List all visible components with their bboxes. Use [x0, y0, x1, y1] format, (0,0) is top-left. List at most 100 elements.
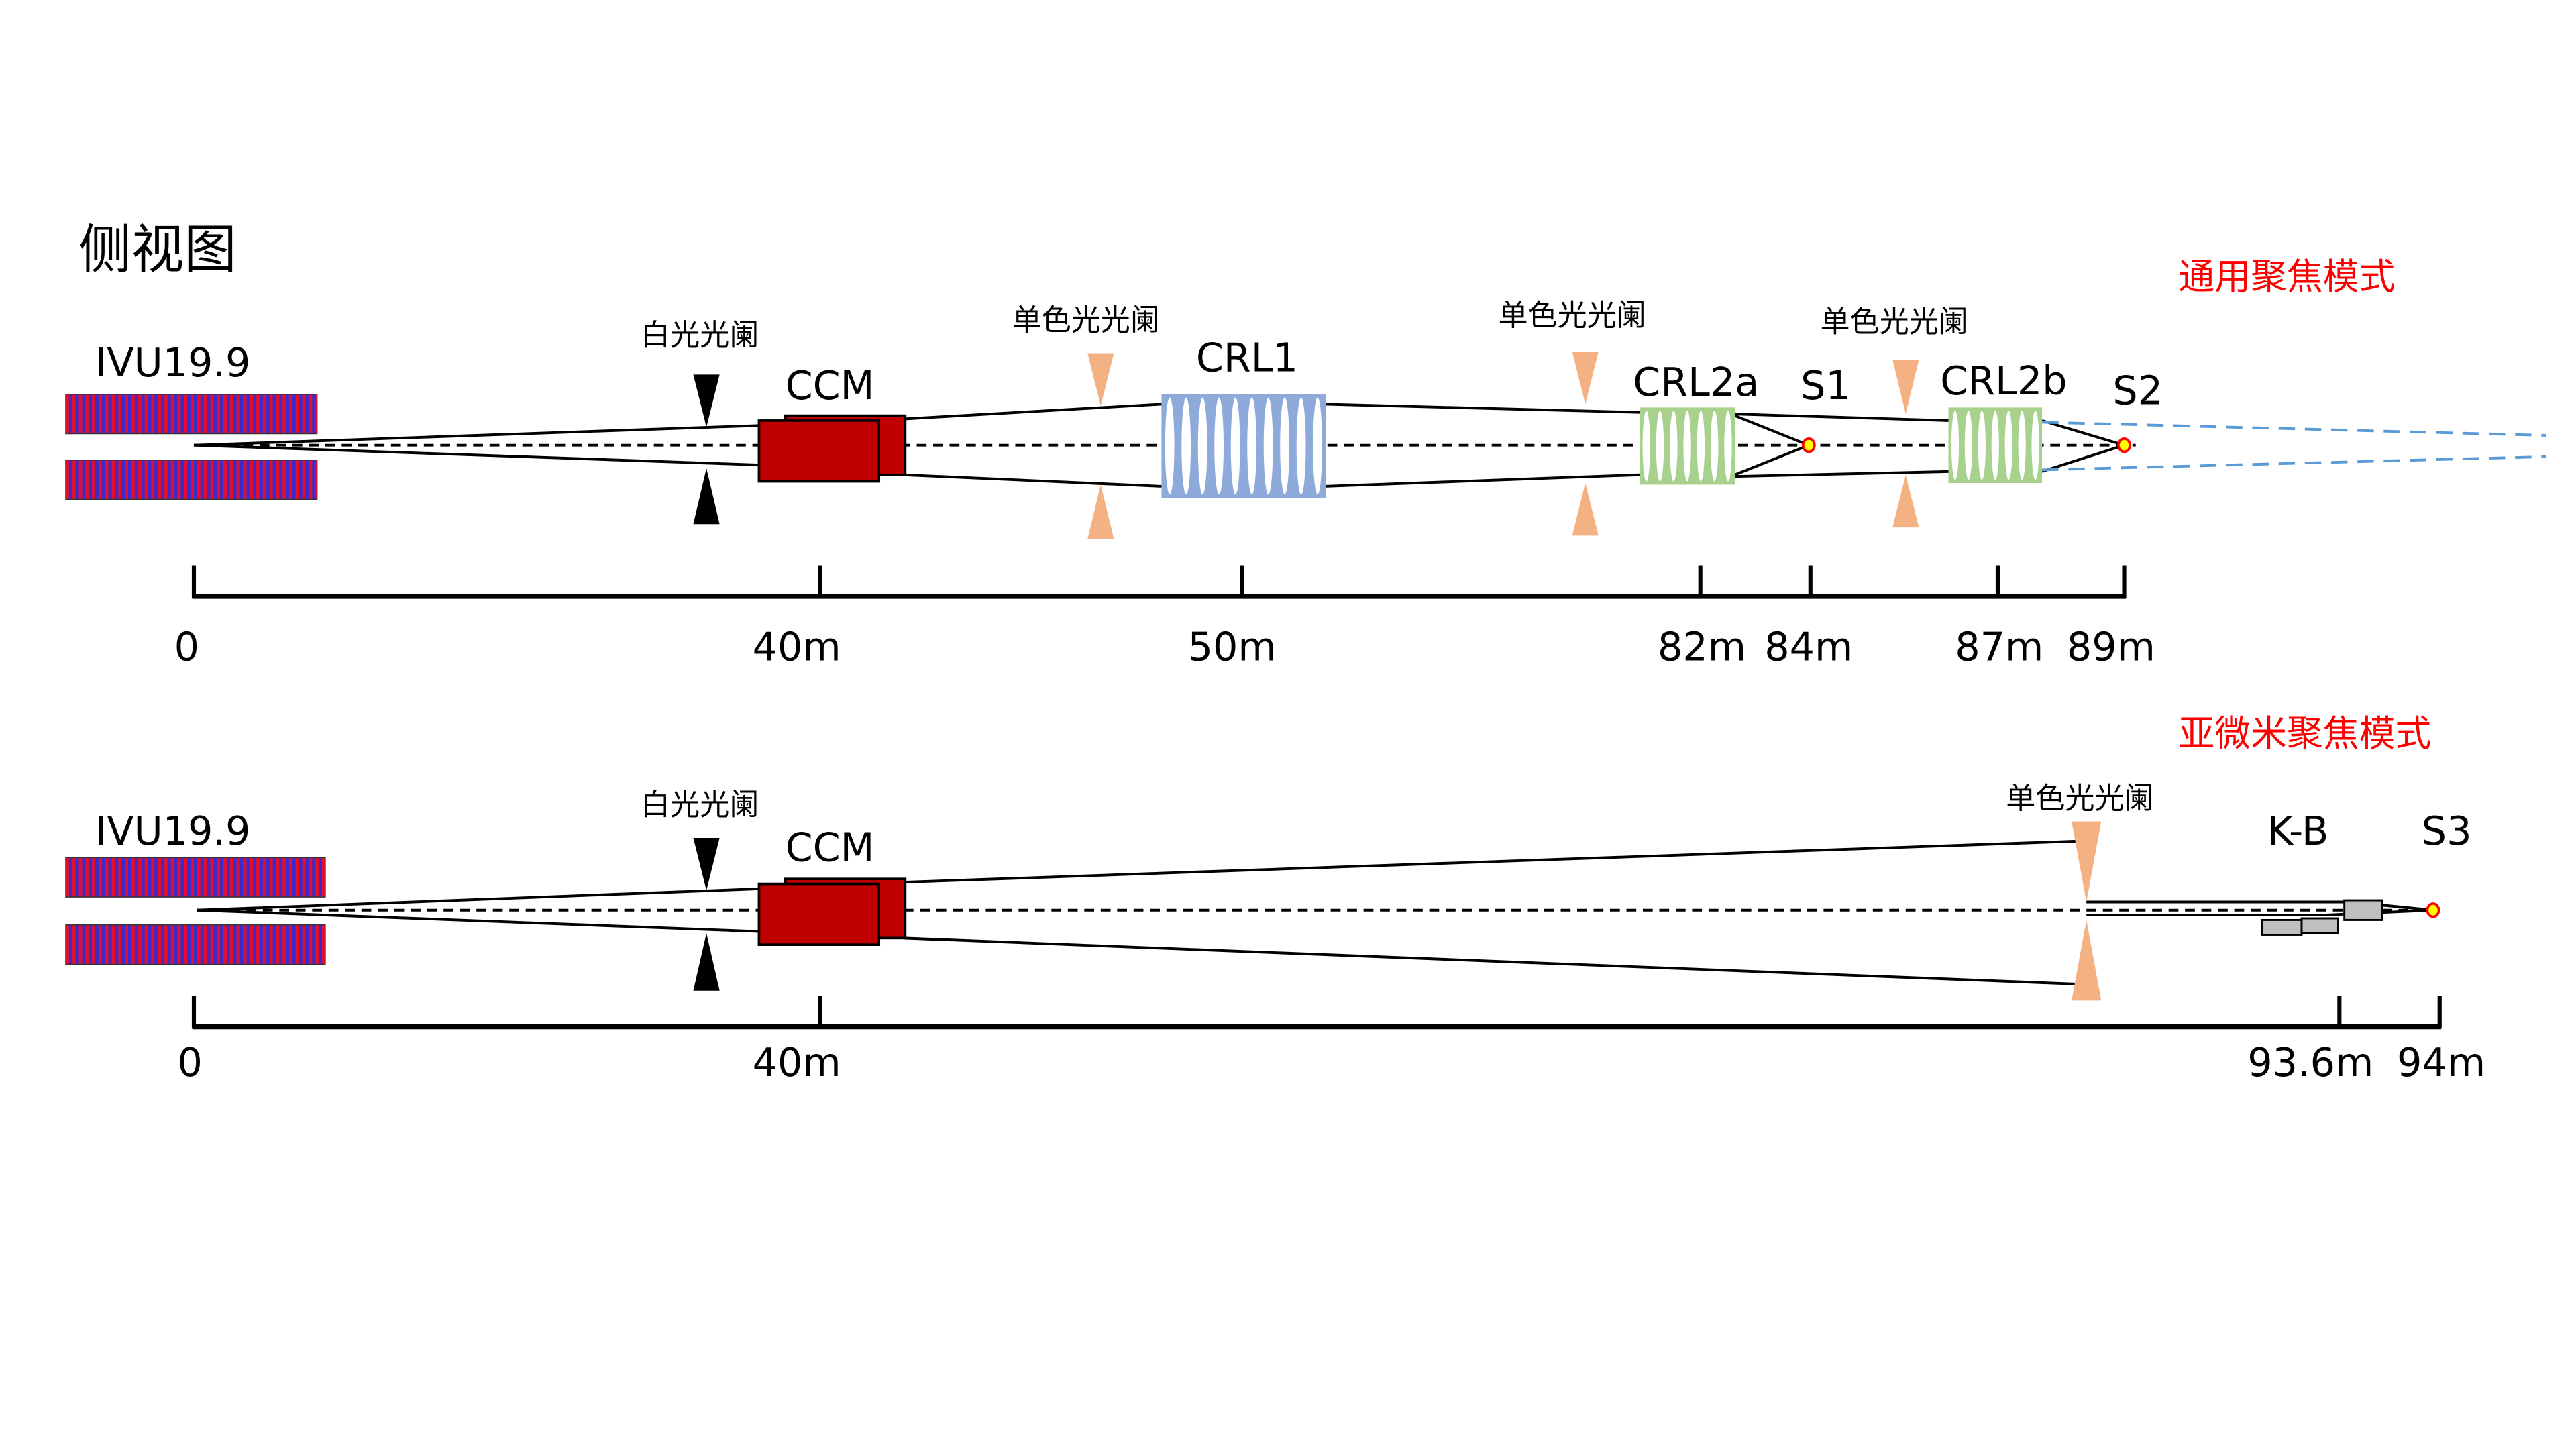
kb-mirror-vertical [2300, 917, 2339, 934]
lens-element [1280, 397, 1289, 495]
focus-point-s2 [2117, 437, 2131, 453]
beam-edge [193, 424, 759, 447]
mono-aperture-label: 单色光光阑 [2006, 782, 2153, 816]
lens-element [1683, 411, 1691, 482]
beam-edge [1734, 443, 1810, 476]
beam-edge [903, 936, 2077, 985]
lens-element [2004, 411, 2012, 480]
lens-element [1656, 411, 1664, 482]
mono-aperture-upper-blade [1087, 353, 1114, 406]
mono-aperture-label: 单色光光阑 [1498, 299, 1646, 333]
crl1-lens-stack [1161, 394, 1326, 498]
lens-element [1263, 397, 1273, 495]
scale-tick-label: 84m [1764, 623, 1853, 669]
crl2a-label: CRL2a [1633, 359, 1759, 405]
mono-aperture-lower-blade [1892, 474, 1919, 528]
lens-element [2031, 411, 2039, 480]
scale-tick-label: 87m [1955, 623, 2043, 669]
scale-tick-label: 50m [1188, 623, 1277, 669]
lens-element [1978, 411, 1986, 480]
submicron-focusing-mode: 亚微米聚焦模式 IVU19.9 白光光阑 CCM 单色光光阑 K-B S3 [65, 712, 2485, 1085]
crl1-label: CRL1 [1196, 334, 1298, 380]
s3-label: S3 [2422, 808, 2472, 854]
lens-element [1165, 397, 1175, 495]
lens-element [1964, 411, 1972, 480]
beam-edge [903, 402, 1162, 421]
mono-aperture-lower-blade [2072, 920, 2102, 1001]
lens-element [1197, 397, 1208, 495]
lens-element [1670, 411, 1678, 482]
s1-label: S1 [1801, 362, 1851, 409]
undulator-upper [65, 394, 318, 435]
focus-point-s3 [2426, 902, 2440, 918]
ccm-crystal-1 [757, 882, 881, 946]
scale-tick-label: 82m [1658, 623, 1746, 669]
beam-edge [2041, 443, 2125, 473]
white-aperture-upper-blade [693, 374, 720, 427]
lens-element [1230, 397, 1240, 495]
lens-element [1951, 411, 1960, 480]
lens-element [1642, 411, 1650, 482]
undulator-upper [65, 857, 326, 898]
ccm-label: CCM [786, 362, 875, 409]
mono-aperture-label: 单色光光阑 [1012, 303, 1160, 337]
lens-element [1313, 397, 1322, 495]
kb-mirror-horizontal [2343, 899, 2383, 921]
lens-element [1296, 397, 1306, 495]
beam-edge [197, 908, 759, 933]
beam-edge [1324, 402, 1640, 414]
scale-tick-label: 89m [2067, 623, 2155, 669]
scale-tick-label: 40m [753, 1039, 841, 1085]
scale-tick-label: 94m [2397, 1039, 2485, 1085]
crl2b-label: CRL2b [1940, 358, 2067, 404]
beam-edge [903, 473, 1162, 488]
s2-label: S2 [2112, 367, 2163, 413]
undulator-lower [65, 924, 326, 965]
mono-aperture-upper-blade [2072, 821, 2102, 902]
white-aperture-label: 白光光阑 [641, 318, 759, 352]
crl2a-lens-stack [1640, 407, 1735, 485]
lens-element [1711, 411, 1719, 482]
mode-label-general: 通用聚焦模式 [2178, 256, 2395, 298]
scale-tick-label: 0 [177, 1039, 202, 1085]
scale-tick-label: 93.6m [2247, 1039, 2373, 1085]
beam-edge [1735, 413, 1949, 422]
beam-edge [2041, 419, 2125, 447]
mono-aperture-label: 单色光光阑 [1820, 305, 1968, 339]
divergent-beam-edge [2042, 455, 2546, 472]
lens-element [1181, 397, 1191, 495]
lens-element [2018, 411, 2026, 480]
crl2b-lens-stack [1948, 407, 2043, 483]
mono-aperture-lower-blade [1087, 484, 1114, 539]
mono-aperture-upper-blade [1572, 352, 1599, 405]
page-title: 侧视图 [79, 219, 237, 280]
lens-element [1214, 397, 1224, 495]
kb-mirror-vertical [2261, 918, 2303, 936]
lens-element [1724, 411, 1732, 482]
white-aperture-lower-blade [693, 468, 720, 525]
white-aperture-upper-blade [693, 837, 720, 891]
beam-edge [1735, 470, 1949, 478]
mode-label-submicron: 亚微米聚焦模式 [2178, 712, 2431, 755]
general-focusing-mode: 通用聚焦模式 IVU19.9 白光光阑 CCM 单色光光阑 [65, 256, 2546, 669]
kb-label: K-B [2267, 808, 2329, 854]
ccm-label: CCM [786, 824, 875, 870]
focus-point-s1 [1801, 437, 1816, 453]
lens-element [1247, 397, 1256, 495]
scale-tick-label: 40m [753, 623, 841, 669]
beam-edge [193, 443, 759, 467]
lens-element [1697, 411, 1705, 482]
undulator-lower [65, 459, 318, 500]
divergent-beam-edge [2042, 421, 2546, 437]
lens-element [1991, 411, 1999, 480]
beam-edge [1734, 414, 1810, 447]
white-aperture-label: 白光光阑 [641, 788, 759, 822]
distance-scale-top: 0 40m 50m 82m 84m 87m 89m [174, 565, 2155, 669]
white-aperture-lower-blade [693, 933, 720, 991]
ccm-crystal-1 [757, 419, 881, 483]
source-label: IVU19.9 [95, 339, 250, 386]
distance-scale-bottom: 0 40m 93.6m 94m [177, 996, 2485, 1085]
beam-edge [903, 839, 2077, 884]
source-label: IVU19.9 [95, 808, 250, 854]
